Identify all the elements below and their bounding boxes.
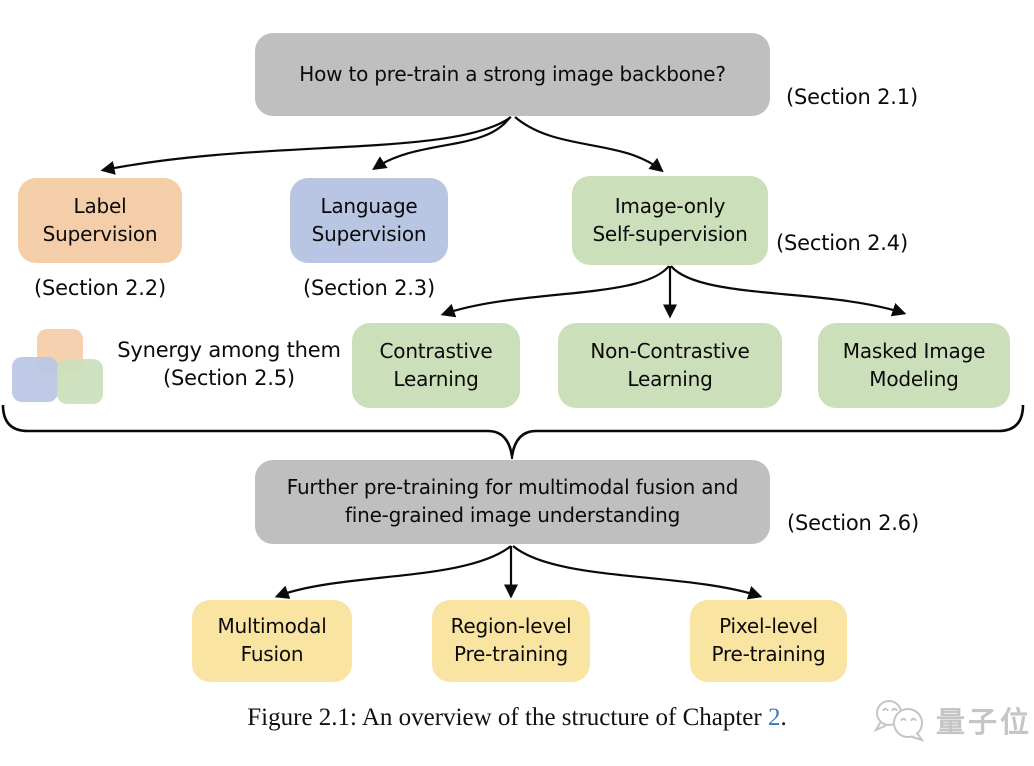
curly-brace — [1, 404, 1025, 457]
arrow-imageonly-to-masked — [670, 265, 907, 317]
chat-bubbles-logo-icon — [873, 700, 925, 742]
qbitai-watermark: 量子位 — [868, 697, 1032, 743]
chapter-2-link[interactable]: 2 — [767, 704, 781, 731]
node-contrastive-learning: Contrastive Learning — [352, 323, 520, 408]
caption-period: . — [780, 704, 787, 731]
node-further-pretraining: Further pre-training for multimodal fusi… — [255, 460, 770, 544]
section-2-3-label: (Section 2.3) — [303, 276, 435, 300]
node-region-level-pretraining: Region-level Pre-training — [432, 600, 590, 682]
node-pixel-level-pretraining: Pixel-level Pre-training — [690, 600, 847, 682]
section-2-6-label: (Section 2.6) — [787, 511, 919, 535]
node-multimodal-fusion: Multimodal Fusion — [192, 600, 352, 682]
arrow-root-to-label — [100, 116, 512, 175]
synergy-label: Synergy among them (Section 2.5) — [117, 338, 341, 390]
section-2-1-label: (Section 2.1) — [786, 85, 918, 109]
node-root-question: How to pre-train a strong image backbone… — [255, 33, 770, 116]
figure-caption: Figure 2.1: An overview of the structure… — [0, 704, 1034, 732]
watermark-text: 量子位 — [936, 705, 1033, 739]
arrow-further-to-multimodal — [274, 545, 512, 599]
arrow-root-to-imageonly — [514, 116, 664, 173]
synergy-square-green-icon — [57, 359, 103, 404]
caption-text: Figure 2.1: An overview of the structure… — [247, 704, 768, 731]
arrow-root-to-language — [372, 116, 511, 170]
synergy-square-blue-icon — [12, 357, 58, 402]
node-masked-image-modeling: Masked Image Modeling — [818, 323, 1010, 408]
node-language-supervision: Language Supervision — [290, 178, 448, 263]
node-label-supervision: Label Supervision — [18, 178, 182, 263]
section-2-2-label: (Section 2.2) — [34, 276, 166, 300]
arrow-further-to-pixel — [512, 545, 763, 600]
node-image-only-self-supervision: Image-only Self-supervision — [572, 176, 768, 265]
node-non-contrastive-learning: Non-Contrastive Learning — [558, 323, 782, 408]
arrow-imageonly-to-contrastive — [440, 265, 670, 318]
section-2-4-label: (Section 2.4) — [776, 231, 908, 255]
